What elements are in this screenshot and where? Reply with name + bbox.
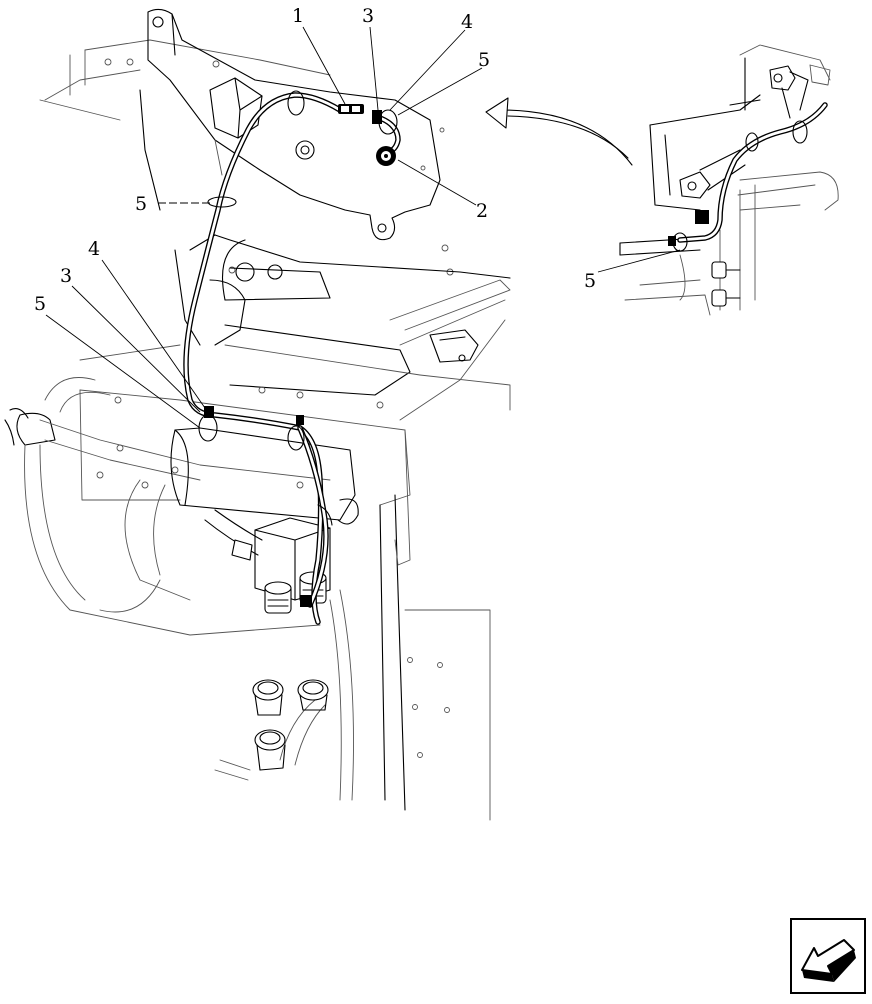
inset-fitting-top [769, 65, 809, 119]
vertical-post [379, 429, 491, 821]
cable-tie [372, 110, 382, 124]
inset-couplers [711, 261, 741, 307]
upper-frame-rail [39, 39, 331, 121]
callout-labels: 1 3 4 5 2 5 4 3 5 [34, 5, 490, 315]
plug [300, 595, 312, 607]
harness-clamp [287, 90, 305, 116]
back-arrow-icon [801, 939, 856, 982]
quick-couplers [252, 679, 329, 771]
back-navigation-button[interactable] [790, 918, 866, 994]
connector-left [264, 581, 292, 614]
harness-clamp [287, 425, 305, 451]
callout-1: 1 [292, 5, 304, 27]
leader-lines [45, 26, 483, 429]
callout-5-left: 5 [135, 193, 147, 215]
hydraulic-hoses [214, 589, 354, 801]
callout-3-top: 3 [362, 5, 374, 27]
pivot-bracket [139, 8, 454, 276]
inset-harness [668, 102, 828, 252]
callout-5-inset: 5 [584, 270, 596, 292]
main-assembly: 1 3 4 5 2 5 4 3 5 [4, 5, 511, 821]
inset-pointer-arrow [485, 97, 633, 166]
coupler-1 [252, 679, 284, 716]
inset-detail-view: 5 [584, 44, 839, 316]
callout-3-mid: 3 [60, 265, 72, 287]
lower-left-frame [4, 377, 331, 636]
inline-connector [338, 104, 364, 114]
sensor [376, 146, 396, 166]
callout-5-mid: 5 [34, 293, 46, 315]
harness-clamp [207, 196, 237, 208]
coupler-3 [254, 729, 286, 771]
electrical-harness [183, 90, 401, 625]
hydraulic-cylinder [170, 427, 359, 525]
callout-5-top: 5 [478, 49, 490, 71]
main-beam [79, 234, 511, 506]
callout-2: 2 [476, 200, 488, 222]
cable-tie [296, 415, 304, 425]
right-rail [389, 279, 511, 421]
coupler-2 [297, 679, 329, 711]
cable-tie [204, 406, 214, 418]
callout-4-top: 4 [461, 11, 473, 33]
callout-4-mid: 4 [88, 238, 100, 260]
